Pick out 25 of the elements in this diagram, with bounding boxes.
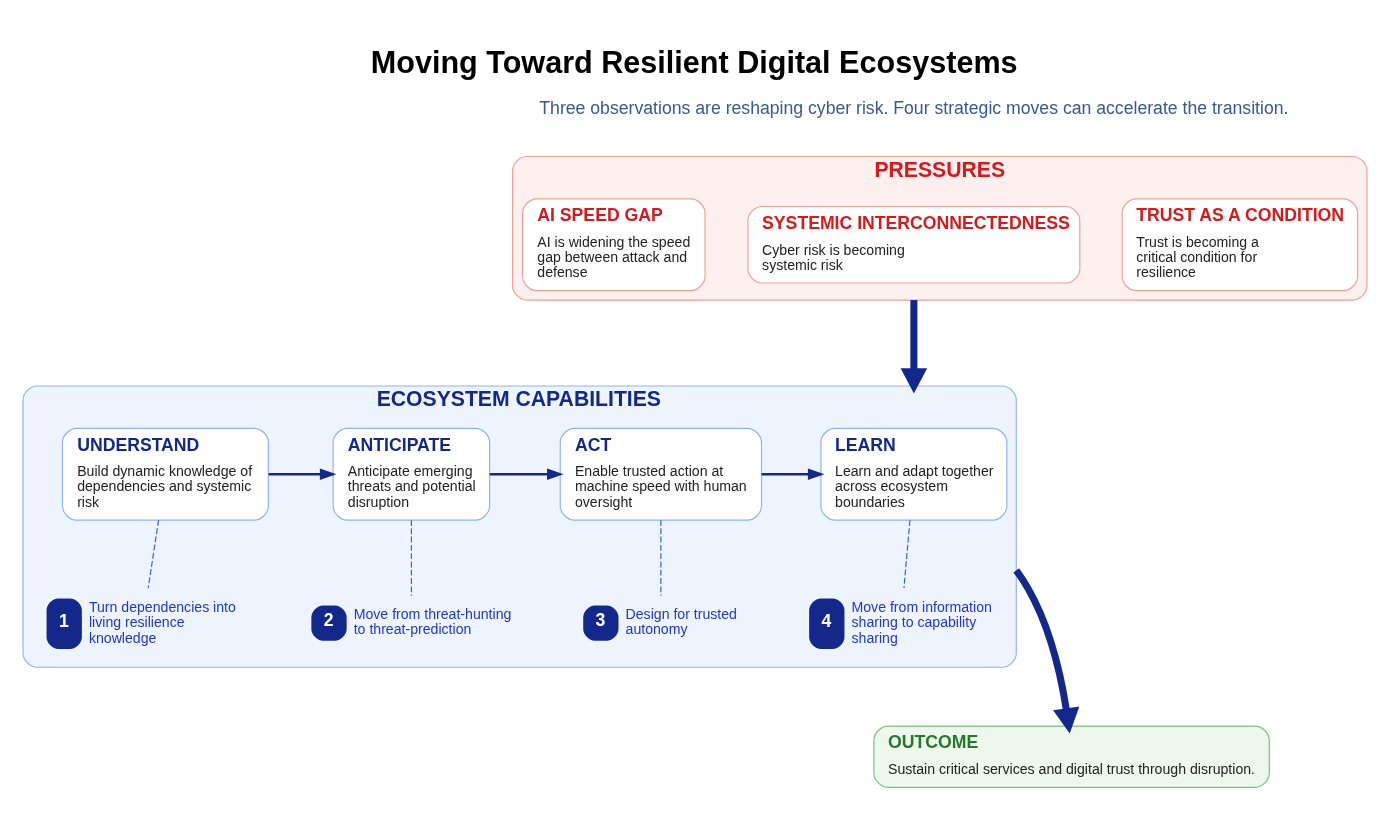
node-box: 1 [46,597,82,649]
arrow [1013,567,1080,733]
arrow [761,467,825,480]
arrow [268,467,337,480]
node-box: LEARN Learn and adapt together across ecosystem boundaries [820,427,1008,521]
node-label: Move from information sharing to capability sharing [851,598,992,646]
connector [660,519,662,596]
node-label: Turn dependencies into living resilience knowledge [88,598,236,646]
node-box: AI SPEED GAP AI is widening the speed gap between attack and defense [522,197,706,291]
node-box: TRUST AS A CONDITION Trust is becoming a critical condition for resilience [1121,197,1359,291]
node-box: ANTICIPATE Anticipate emerging threats and potential disruption [332,427,491,521]
node-label: Move from threat-hunting to threat-prediction [353,605,512,637]
label: Three observations are reshaping cyber risk. Four strategic moves can accelerate the transition. [539,97,1289,118]
connector [410,519,412,596]
connector [903,519,911,589]
node-label: Design for trusted autonomy [625,605,737,637]
node-box: UNDERSTAND Build dynamic knowledge of dependencies and systemic risk [61,427,269,521]
connector [147,519,160,589]
node-box: OUTCOME Sustain critical services and digital trust through disruption. [873,725,1270,788]
node-box: ACT Enable trusted action at machine speed with human oversight [559,427,763,521]
node-box: 4 [809,597,845,649]
arrow [489,467,564,480]
diagram-title: Moving Toward Resilient Digital Ecosystems [370,44,1018,79]
arrow [900,299,928,394]
node-box: SYSTEMIC INTERCONNECTEDNESS Cyber risk is becoming systemic risk [747,205,1081,284]
